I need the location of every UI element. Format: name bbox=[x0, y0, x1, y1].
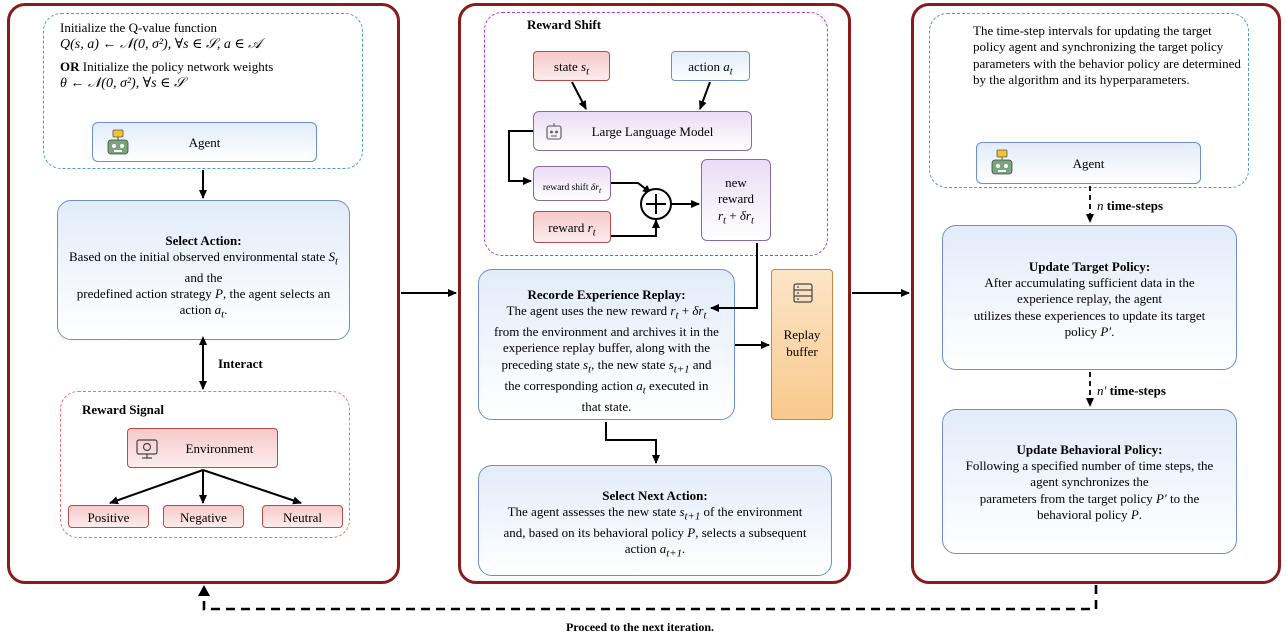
robot-icon bbox=[105, 129, 131, 162]
n-prime-steps-label: n′ time-steps bbox=[1097, 383, 1166, 398]
arrow-experience-to-next bbox=[605, 422, 660, 464]
n-steps-label: n time-steps bbox=[1097, 198, 1164, 213]
interact-label: Interact bbox=[218, 356, 263, 371]
next-action-title: Select Next Action: bbox=[602, 488, 708, 503]
init-q-formula: Q(s, a) ← 𝒩(0, σ²), ∀s ∈ 𝒮, a ∈ 𝒜 bbox=[60, 36, 262, 52]
update-target-title: Update Target Policy: bbox=[1028, 259, 1151, 274]
state-label: state st bbox=[553, 59, 590, 78]
outcome-negative: Negative bbox=[163, 505, 244, 528]
new-reward-line1: new bbox=[725, 175, 747, 190]
arrow-next-iteration bbox=[202, 585, 1098, 611]
arrow-env-neutral bbox=[202, 469, 302, 505]
select-action-box[interactable]: Select Action: Based on the initial obse… bbox=[57, 200, 350, 340]
right-intro-text: The time-step intervals for updating the… bbox=[973, 23, 1241, 87]
replay-buffer-label: Replay buffer bbox=[783, 327, 821, 359]
update-behavioral-body: Following a specified number of time ste… bbox=[965, 458, 1214, 523]
environment-icon bbox=[136, 438, 158, 465]
reward-box: reward rt bbox=[533, 211, 611, 243]
arrow-state-to-llm bbox=[571, 81, 587, 110]
outcome-negative-label: Negative bbox=[180, 510, 227, 525]
agent-box-right[interactable]: Agent bbox=[976, 142, 1201, 184]
arrow-reward-to-plus bbox=[611, 219, 660, 237]
arrow-action-to-llm bbox=[699, 81, 711, 110]
robot-icon-right bbox=[989, 149, 1015, 182]
update-target-box[interactable]: Update Target Policy: After accumulating… bbox=[942, 225, 1237, 370]
llm-icon bbox=[545, 122, 563, 147]
init-policy-formula: θ ← 𝒩(0, σ²), ∀s ∈ 𝒮 bbox=[60, 75, 185, 91]
next-iteration-arrowhead bbox=[198, 585, 210, 596]
outcome-neutral-label: Neutral bbox=[283, 510, 322, 525]
outcome-neutral: Neutral bbox=[262, 505, 343, 528]
reward-signal-region bbox=[60, 391, 350, 538]
or-label: OR bbox=[60, 59, 80, 74]
next-iteration-label: Proceed to the next iteration. bbox=[565, 620, 715, 634]
action-box: action at bbox=[671, 51, 750, 81]
new-reward-box: new reward rt + δrt bbox=[701, 159, 771, 241]
new-reward-formula: rt + δrt bbox=[717, 208, 755, 227]
experience-replay-box[interactable]: Recorde Experience Replay: The agent use… bbox=[478, 269, 735, 420]
update-behavioral-box[interactable]: Update Behavioral Policy: Following a sp… bbox=[942, 409, 1237, 554]
arrow-shift-to-plus bbox=[611, 182, 652, 194]
reward-shift-region bbox=[484, 12, 828, 256]
new-reward-line2: reward bbox=[717, 191, 755, 206]
agent-label-right: Agent bbox=[1072, 156, 1105, 171]
reward-shift-box: reward shift δrt bbox=[533, 166, 611, 201]
reward-shift-title: Reward Shift bbox=[527, 17, 602, 32]
update-target-body: After accumulating sufficient data in th… bbox=[973, 275, 1206, 340]
agent-box-left[interactable]: Agent bbox=[92, 122, 317, 162]
select-next-action-box[interactable]: Select Next Action: The agent assesses t… bbox=[478, 465, 832, 576]
initialization-region bbox=[43, 13, 363, 169]
right-info-region bbox=[929, 13, 1249, 188]
select-action-title: Select Action: bbox=[165, 233, 242, 248]
outcome-positive: Positive bbox=[68, 505, 149, 528]
arrow-env-positive bbox=[109, 469, 204, 505]
experience-title: Recorde Experience Replay: bbox=[527, 287, 686, 302]
environment-box[interactable]: Environment bbox=[127, 428, 278, 468]
reward-label: reward rt bbox=[548, 220, 596, 239]
outcome-positive-label: Positive bbox=[87, 510, 130, 525]
arrow-new-to-experience bbox=[710, 243, 758, 312]
state-box: state st bbox=[533, 51, 610, 81]
reward-signal-title: Reward Signal bbox=[82, 402, 164, 417]
environment-label: Environment bbox=[185, 441, 254, 456]
arrow-llm-to-shift bbox=[508, 130, 533, 185]
action-label: action at bbox=[688, 59, 733, 78]
next-action-body: The agent assesses the new state st+1 of… bbox=[503, 504, 807, 560]
select-action-body: Based on the initial observed environmen… bbox=[68, 249, 339, 321]
llm-label: Large Language Model bbox=[591, 124, 714, 139]
update-behavioral-title: Update Behavioral Policy: bbox=[1016, 442, 1163, 457]
init-policy-text: Initialize the policy network weights bbox=[82, 59, 274, 74]
reward-shift-label: reward shift δrt bbox=[542, 183, 602, 195]
database-icon bbox=[792, 282, 814, 309]
agent-label-left: Agent bbox=[188, 135, 221, 150]
llm-box[interactable]: Large Language Model bbox=[533, 111, 752, 151]
init-q-text: Initialize the Q-value function Q(s, a) … bbox=[60, 20, 355, 92]
replay-buffer-box[interactable]: Replay buffer bbox=[771, 269, 833, 420]
